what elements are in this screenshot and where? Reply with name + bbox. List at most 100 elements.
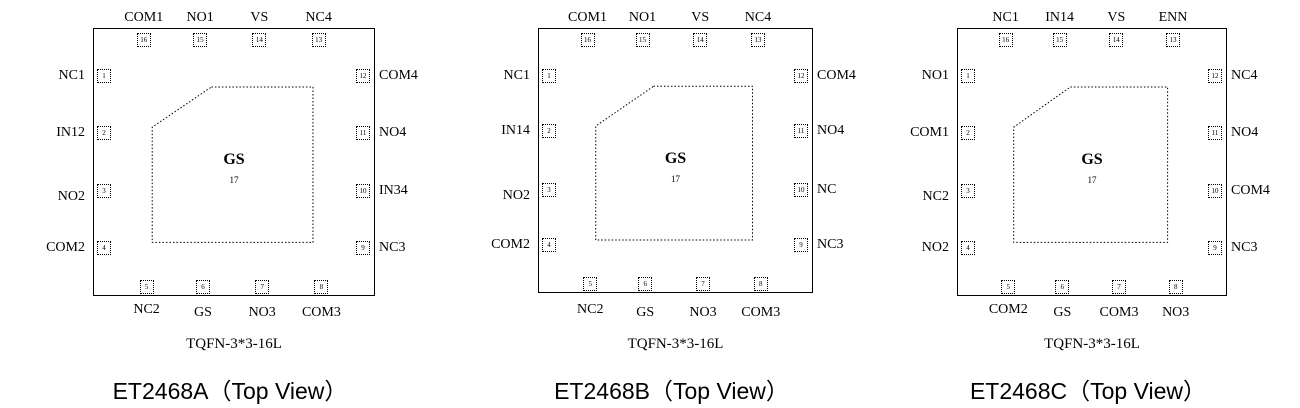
pin-label: COM1 bbox=[568, 10, 607, 25]
part-title: ET2468C（Top View） bbox=[969, 378, 1207, 404]
exposed-pad-shape bbox=[1013, 86, 1169, 243]
pin-label: ENN bbox=[1158, 10, 1188, 25]
pin-label: NO4 bbox=[379, 124, 407, 140]
pin-label: NC2 bbox=[577, 302, 604, 317]
pin-label: NO2 bbox=[502, 187, 530, 203]
pin-number: 14 bbox=[693, 33, 708, 47]
pin-number: 11 bbox=[794, 124, 808, 139]
pin-number: 12 bbox=[356, 69, 370, 84]
pin-label: NO3 bbox=[1162, 305, 1190, 320]
pin-label: NO4 bbox=[817, 123, 845, 139]
pin-number: 7 bbox=[696, 277, 710, 291]
pin-label: COM2 bbox=[988, 302, 1028, 317]
pin-number: 14 bbox=[252, 33, 267, 47]
pin-number: 15 bbox=[193, 33, 208, 47]
pin-label: NC1 bbox=[992, 10, 1019, 25]
pin-label: IN14 bbox=[501, 123, 530, 139]
pin-label: NC2 bbox=[922, 189, 949, 205]
package-type: TQFN-3*3-16L bbox=[186, 336, 282, 352]
pin-label: COM4 bbox=[817, 67, 856, 83]
pin-label: NO2 bbox=[57, 189, 85, 205]
pin-label: NC3 bbox=[1231, 239, 1258, 255]
pin-number: 13 bbox=[311, 33, 326, 47]
part-title: ET2468A（Top View） bbox=[112, 378, 348, 404]
pin-number: 1 bbox=[961, 69, 975, 84]
pin-number: 4 bbox=[97, 240, 111, 255]
pin-label: NC2 bbox=[133, 302, 160, 317]
pin-number: 9 bbox=[356, 240, 370, 255]
pin-label: COM4 bbox=[1231, 183, 1270, 199]
pin-number: 11 bbox=[356, 125, 370, 140]
pin-number: 11 bbox=[1208, 125, 1222, 140]
pin-label: GS bbox=[636, 305, 655, 320]
pin-number: 13 bbox=[751, 33, 765, 47]
pin-number: 15 bbox=[1052, 33, 1067, 47]
exposed-pad-label: GS bbox=[664, 149, 687, 167]
exposed-pad-label: GS bbox=[223, 151, 245, 169]
package-type: TQFN-3*3-16L bbox=[1044, 336, 1140, 352]
pin-number: 3 bbox=[542, 182, 556, 197]
pin-number: 2 bbox=[542, 124, 556, 139]
pin-number: 15 bbox=[635, 33, 650, 47]
pin-label: NO1 bbox=[186, 10, 214, 25]
pin-label: GS bbox=[1053, 305, 1072, 320]
pin-number: 5 bbox=[139, 280, 154, 294]
pin-label: COM2 bbox=[491, 237, 530, 253]
pin-label: GS bbox=[194, 305, 212, 320]
exposed-pad-shape bbox=[151, 86, 314, 243]
pin-label: IN12 bbox=[56, 124, 85, 140]
exposed-pad-label: GS bbox=[1081, 151, 1103, 169]
pin-number: 16 bbox=[998, 33, 1013, 47]
pin-number: 3 bbox=[97, 184, 111, 199]
pin-number: 8 bbox=[1168, 280, 1183, 294]
pin-number: 13 bbox=[1166, 33, 1180, 47]
pin-number: 4 bbox=[961, 240, 975, 255]
pin-label: COM1 bbox=[910, 124, 949, 140]
package-body bbox=[538, 28, 813, 293]
pin-label: NO3 bbox=[248, 305, 276, 320]
pin-number: 12 bbox=[1208, 69, 1222, 84]
pin-number: 7 bbox=[1112, 280, 1126, 294]
package-body bbox=[957, 28, 1227, 296]
pin-label: VS bbox=[250, 10, 269, 25]
pin-number: 1 bbox=[542, 68, 556, 83]
pin-label: IN14 bbox=[1045, 10, 1074, 25]
pin-number: 5 bbox=[1001, 280, 1016, 294]
pin-label: NC4 bbox=[744, 10, 772, 25]
pin-label: COM4 bbox=[379, 68, 418, 84]
pin-number: 6 bbox=[195, 280, 210, 294]
pin-number: 16 bbox=[136, 33, 151, 47]
pin-label: COM3 bbox=[1099, 305, 1139, 320]
pin-number: 5 bbox=[583, 277, 598, 291]
pin-number: 1 bbox=[97, 69, 111, 84]
pin-number: 4 bbox=[542, 238, 556, 253]
pin-label: NC1 bbox=[503, 67, 530, 83]
part-title: ET2468B（Top View） bbox=[554, 378, 789, 404]
pin-label: NC4 bbox=[305, 10, 332, 25]
pin-label: NO1 bbox=[921, 68, 949, 84]
exposed-pad-number: 17 bbox=[671, 173, 680, 184]
pin-label: NC3 bbox=[817, 237, 844, 253]
pin-number: 8 bbox=[314, 280, 329, 294]
pin-label: COM3 bbox=[741, 305, 781, 320]
exposed-pad-number: 17 bbox=[229, 175, 239, 186]
pin-number: 14 bbox=[1109, 33, 1124, 47]
pin-label: COM2 bbox=[46, 239, 85, 255]
pin-label: NC1 bbox=[58, 68, 85, 84]
pin-number: 12 bbox=[794, 68, 808, 83]
pin-label: VS bbox=[1107, 10, 1126, 25]
pin-number: 7 bbox=[255, 280, 270, 294]
pin-label: NO1 bbox=[628, 10, 657, 25]
pin-number: 6 bbox=[638, 277, 653, 291]
pin-number: 6 bbox=[1055, 280, 1070, 294]
pin-label: NO2 bbox=[921, 239, 949, 255]
pin-number: 2 bbox=[961, 125, 975, 140]
pin-number: 2 bbox=[97, 125, 111, 140]
package-body bbox=[93, 28, 375, 296]
pin-label: NO4 bbox=[1231, 124, 1259, 140]
pin-number: 10 bbox=[794, 182, 808, 197]
